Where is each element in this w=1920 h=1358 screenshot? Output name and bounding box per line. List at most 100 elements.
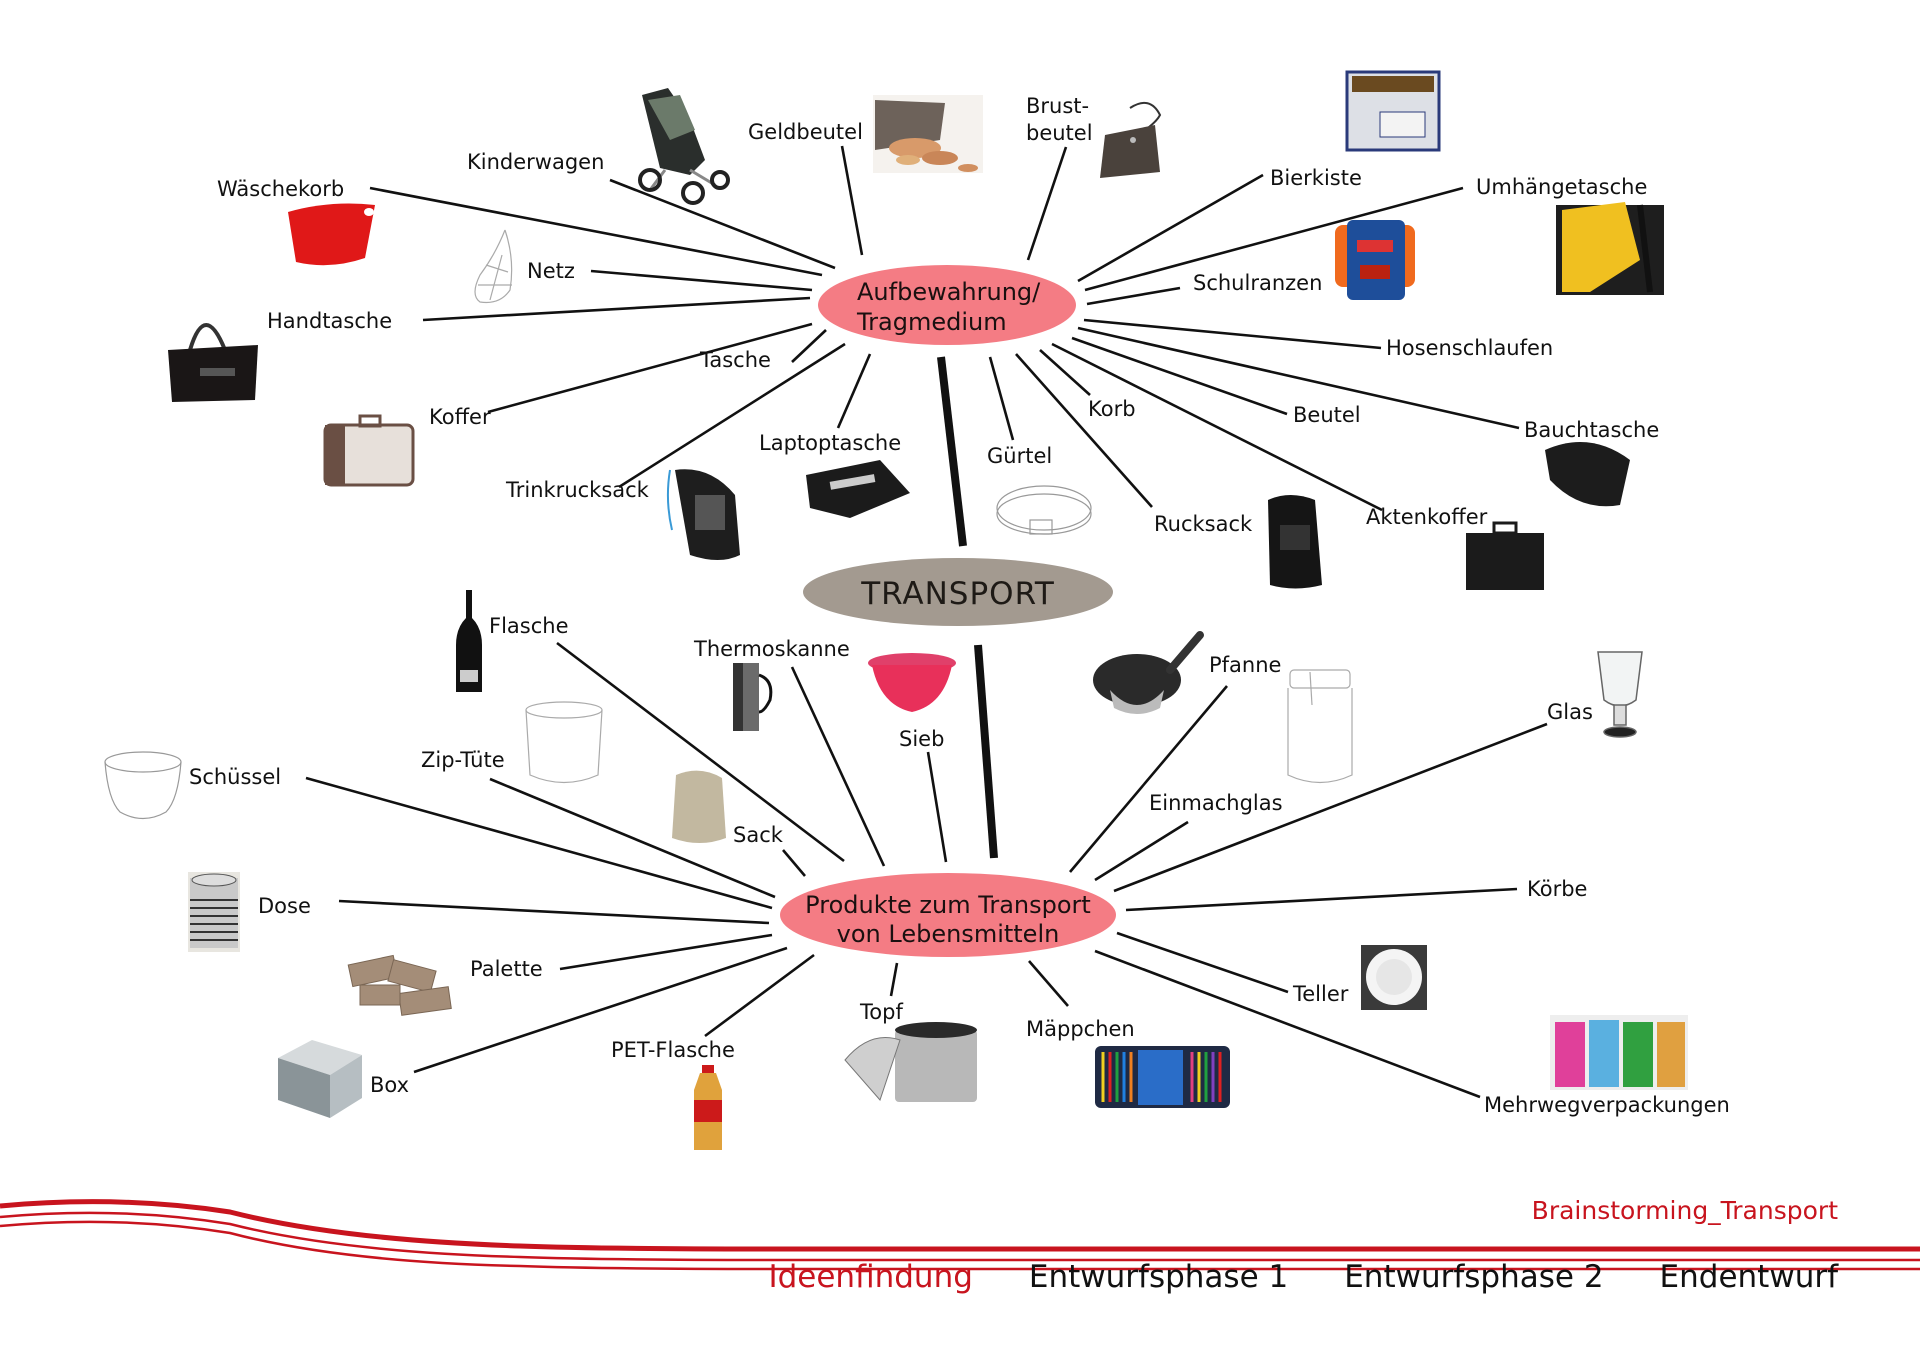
bottle-image: [456, 590, 482, 692]
spoke-kinderwagen: [609, 178, 836, 270]
label-trinkrucksack: Trinkrucksack: [505, 478, 650, 502]
spoke-pet-flasche: [704, 953, 815, 1038]
spoke-dose: [338, 899, 770, 925]
trunk-transport-to-lower: [974, 644, 998, 859]
label-waeschekorb: Wäschekorb: [217, 177, 344, 201]
spoke-maeppchen: [1028, 960, 1069, 1007]
lower-hub-labels: Flasche Thermoskanne Sieb Sack Zip-Tüte …: [189, 614, 1730, 1117]
label-bierkiste: Bierkiste: [1270, 166, 1362, 190]
transport-title: TRANSPORT: [860, 576, 1055, 612]
hydration-backpack-image: [666, 469, 740, 560]
label-sack: Sack: [733, 823, 784, 847]
glass-image: [1597, 651, 1643, 738]
nav-entwurfsphase-2[interactable]: Entwurfsphase 2: [1344, 1259, 1604, 1295]
waist-bag-image: [1545, 442, 1630, 507]
nav-endentwurf[interactable]: Endentwurf: [1659, 1259, 1838, 1295]
colander-image: [868, 653, 956, 712]
spoke-glas: [1113, 722, 1548, 893]
label-teller: Teller: [1292, 982, 1349, 1006]
backpack-image: [1268, 495, 1322, 589]
spoke-rucksack: [1015, 353, 1153, 508]
can-image: [188, 872, 240, 952]
spoke-schulranzen: [1086, 286, 1181, 306]
spoke-geldbeutel: [840, 145, 864, 256]
pan-image: [1093, 631, 1204, 714]
beer-crate-image: [1345, 70, 1441, 152]
nav-entwurfsphase-1[interactable]: Entwurfsphase 1: [1028, 1259, 1289, 1295]
spoke-hosenschlaufen: [1083, 318, 1382, 350]
label-schuessel: Schüssel: [189, 765, 281, 789]
metal-box-image: [278, 1040, 362, 1118]
spoke-teller: [1116, 931, 1289, 994]
label-box: Box: [370, 1073, 409, 1097]
label-mehrwegverpackungen: Mehrwegverpackungen: [1484, 1093, 1730, 1117]
label-topf: Topf: [859, 1000, 903, 1024]
spoke-mehrwegverpackungen: [1094, 949, 1481, 1099]
spoke-netz: [590, 269, 813, 292]
label-flasche: Flasche: [489, 614, 569, 638]
spoke-brustbeutel: [1026, 146, 1068, 261]
spoke-schuessel: [305, 776, 773, 910]
mason-jar-sketch-image: [1287, 669, 1353, 784]
label-pet-flasche: PET-Flasche: [611, 1038, 735, 1062]
label-kinderwagen: Kinderwagen: [467, 150, 604, 174]
label-sieb: Sieb: [899, 727, 944, 751]
spoke-thermoskanne: [790, 666, 886, 867]
pot-image: [844, 1022, 977, 1102]
shoulder-bag-image: [1556, 202, 1664, 295]
spoke-sieb: [926, 751, 948, 863]
spoke-handtasche: [422, 296, 811, 322]
label-korb: Korb: [1088, 397, 1136, 421]
label-brustbeutel-2: beutel: [1026, 121, 1093, 145]
spoke-pfanne: [1069, 685, 1228, 873]
zip-bag-sketch-image: [525, 701, 603, 784]
transport-node: TRANSPORT: [803, 558, 1113, 626]
upper-hub-title-line2: Tragmedium: [856, 308, 1007, 336]
belt-sketch-image: [996, 485, 1092, 535]
spoke-bierkiste: [1077, 173, 1264, 283]
spoke-laptoptasche: [836, 353, 872, 429]
label-geldbeutel: Geldbeutel: [748, 120, 863, 144]
pet-bottle-image: [694, 1065, 722, 1150]
spoke-koffer: [487, 322, 813, 414]
label-laptoptasche: Laptoptasche: [759, 431, 901, 455]
upper-hub-node: Aufbewahrung/ Tragmedium: [818, 265, 1076, 345]
label-zip-tuete: Zip-Tüte: [421, 748, 505, 772]
label-einmachglas: Einmachglas: [1149, 791, 1283, 815]
spoke-box: [413, 946, 788, 1074]
slide-title: Brainstorming_Transport: [1531, 1196, 1838, 1225]
phase-navigation: Ideenfindung Entwurfsphase 1 Entwurfspha…: [768, 1259, 1838, 1295]
label-bauchtasche: Bauchtasche: [1524, 418, 1659, 442]
spoke-umhaengetasche: [1084, 186, 1464, 292]
spoke-zip-tuete: [489, 777, 776, 899]
label-hosenschlaufen: Hosenschlaufen: [1386, 336, 1553, 360]
label-umhaengetasche: Umhängetasche: [1476, 175, 1647, 199]
spoke-einmachglas: [1094, 820, 1189, 882]
trunk-upper-to-transport: [937, 356, 967, 547]
label-handtasche: Handtasche: [267, 309, 392, 333]
upper-hub-title-line1: Aufbewahrung/: [857, 278, 1041, 306]
laundry-basket-image: [288, 203, 375, 266]
plate-image: [1361, 945, 1427, 1010]
upper-hub-spokes: [369, 145, 1520, 512]
label-aktenkoffer: Aktenkoffer: [1366, 505, 1488, 529]
label-netz: Netz: [527, 259, 575, 283]
spoke-palette: [559, 933, 773, 971]
wallet-image: [873, 95, 983, 173]
spoke-trinkrucksack: [618, 342, 846, 489]
spoke-beutel: [1071, 336, 1288, 416]
upper-hub-labels: Wäschekorb Kinderwagen Geldbeutel Brust-…: [217, 94, 1659, 536]
label-glas: Glas: [1547, 700, 1593, 724]
bowl-sketch-image: [104, 751, 182, 820]
spoke-korb: [1039, 349, 1091, 396]
label-guertel: Gürtel: [987, 444, 1052, 468]
label-tasche: Tasche: [699, 348, 771, 372]
nav-ideenfindung[interactable]: Ideenfindung: [768, 1259, 973, 1295]
laptop-bag-image: [806, 460, 910, 518]
footer-swoosh: [0, 1199, 1920, 1271]
spoke-topf: [889, 962, 899, 997]
label-palette: Palette: [470, 957, 543, 981]
school-bag-image: [1335, 220, 1415, 300]
spoke-tasche: [791, 329, 827, 363]
lower-hub-title-line2: von Lebensmitteln: [837, 920, 1060, 948]
